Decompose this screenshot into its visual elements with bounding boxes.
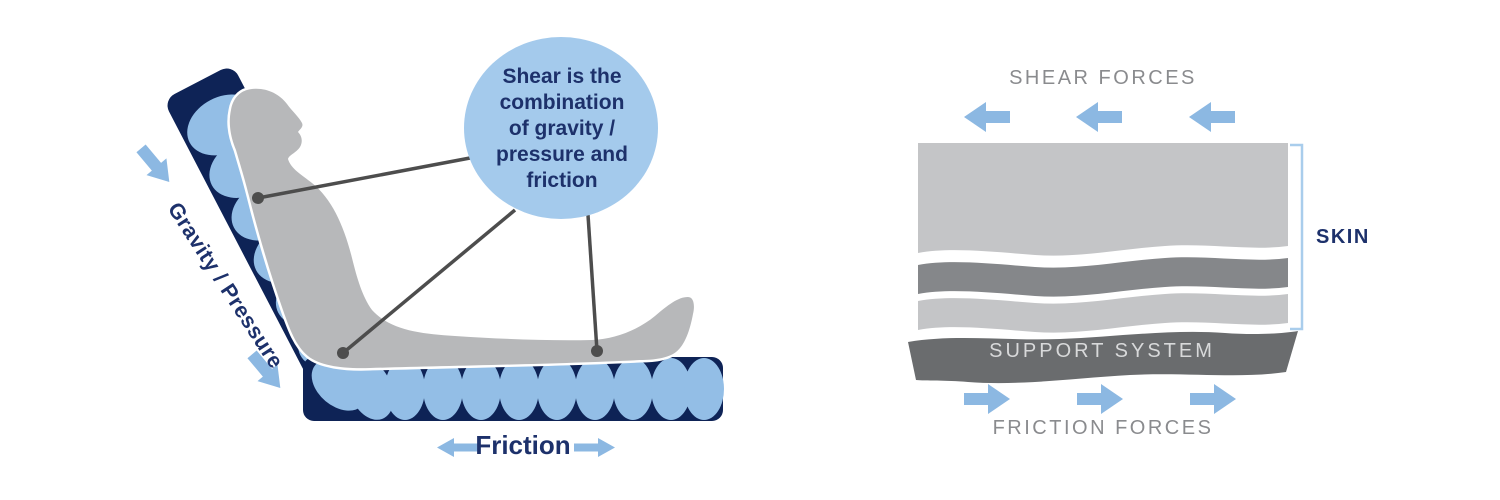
friction-label: Friction [475, 430, 571, 460]
seat-ovals [311, 358, 724, 420]
gravity-arrow-bottom-icon [247, 350, 281, 389]
person-silhouette [227, 86, 697, 371]
shear-forces-label: SHEAR FORCES [1009, 67, 1197, 89]
skin-layer-dermis [918, 257, 1288, 297]
connector-dot-hip [337, 347, 349, 359]
callout-line: friction [526, 169, 598, 192]
friction-right-arrow-icon [574, 438, 615, 457]
skin-layer-subcutaneous [918, 293, 1288, 333]
callout-text: Shear is the combination of gravity / pr… [464, 40, 660, 218]
support-system-band [908, 331, 1298, 384]
shear-left-arrow-icon-2 [1076, 102, 1122, 132]
support-system-label: SUPPORT SYSTEM [989, 340, 1215, 362]
friction-right-arrow-icon-2 [1077, 384, 1123, 414]
callout-connectors [252, 156, 603, 359]
callout-line: combination [499, 91, 625, 114]
shear-left-arrow-icon-3 [1189, 102, 1235, 132]
shear-left-arrow-icon-1 [964, 102, 1010, 132]
friction-left-arrow-icon [437, 438, 478, 457]
seat-mattress [303, 357, 724, 421]
callout-circle [464, 37, 658, 219]
friction-right-arrow-icon-1 [964, 384, 1010, 414]
gravity-arrow-top-icon [136, 144, 170, 183]
connector-dot-shoulder [252, 192, 264, 204]
connector-dot-ankle [591, 345, 603, 357]
friction-forces-label: FRICTION FORCES [992, 417, 1214, 439]
callout-line: Shear is the [502, 65, 622, 88]
skin-layer-epidermis [918, 143, 1288, 256]
callout-line: of gravity / [508, 117, 616, 140]
skin-bracket [1290, 143, 1304, 331]
friction-right-arrow-icon-3 [1190, 384, 1236, 414]
skin-label: SKIN [1316, 226, 1370, 248]
callout-line: pressure and [496, 143, 628, 166]
skin-layers [918, 143, 1288, 333]
